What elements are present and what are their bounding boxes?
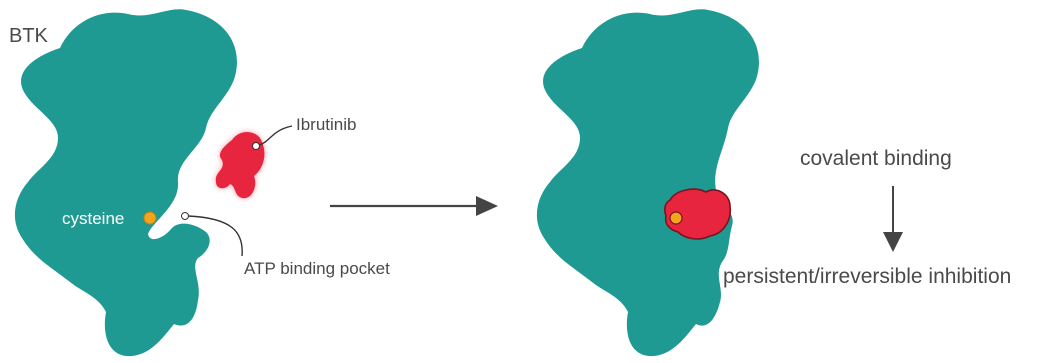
btk-protein-unbound (15, 9, 237, 356)
pocket-marker (182, 213, 189, 220)
cysteine-marker-right (670, 212, 682, 224)
drug-label: Ibrutinib (296, 116, 356, 133)
btk-protein-bound (537, 9, 759, 356)
down-arrow (883, 186, 903, 252)
ibrutinib-molecule-free (216, 132, 265, 198)
pocket-label: ATP binding pocket (244, 260, 390, 277)
step-label: covalent binding (800, 148, 952, 169)
drug-leader-line (259, 126, 292, 145)
transition-arrow (330, 196, 498, 216)
outcome-label: persistent/irreversible inhibition (723, 266, 1011, 287)
protein-label: BTK (9, 26, 48, 46)
cysteine-label: cysteine (62, 210, 124, 227)
cysteine-marker-left (144, 212, 156, 224)
drug-marker (253, 143, 260, 150)
